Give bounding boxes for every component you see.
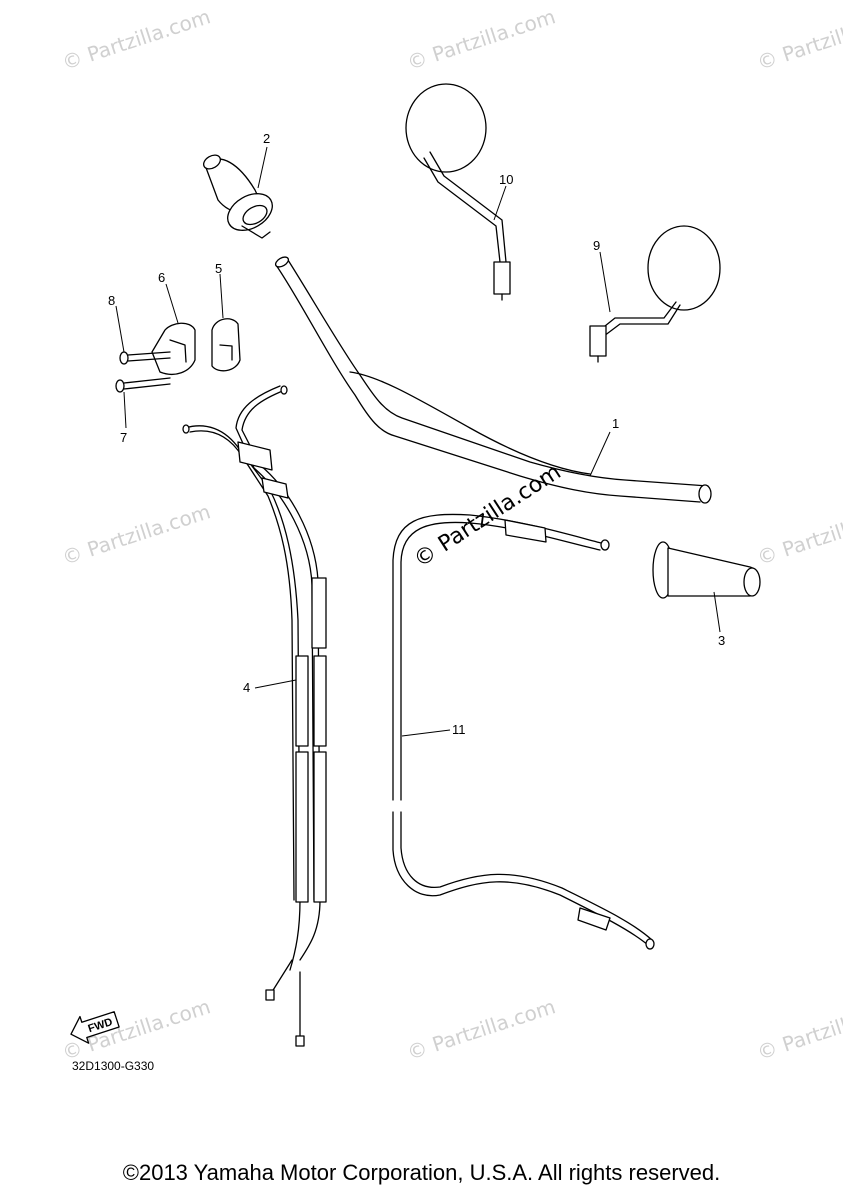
- callout-5: 5: [215, 261, 222, 276]
- callouts: 1 2 3 4 5 6 7 8 9 10 11: [108, 131, 725, 737]
- watermark: © Partzilla.com: [754, 994, 843, 1065]
- throttle-grip: [202, 154, 273, 239]
- left-grip: [652, 541, 761, 599]
- diagram-code: 32D1300-G330: [72, 1059, 154, 1073]
- throttle-cables: [182, 385, 327, 1047]
- callout-9: 9: [593, 238, 600, 253]
- screws: [115, 351, 171, 393]
- callout-1: 1: [612, 416, 619, 431]
- handlebar: [274, 256, 712, 504]
- forward-arrow: FWD: [70, 1011, 120, 1044]
- watermark: © Partzilla.com: [59, 499, 213, 570]
- watermark: © Partzilla.com: [754, 4, 843, 75]
- watermark: © Partzilla.com: [754, 499, 843, 570]
- callout-7: 7: [120, 430, 127, 445]
- callout-3: 3: [718, 633, 725, 648]
- callout-6: 6: [158, 270, 165, 285]
- callout-4: 4: [243, 680, 250, 695]
- callout-2: 2: [263, 131, 270, 146]
- right-mirror: [405, 83, 511, 301]
- watermark: © Partzilla.com: [404, 4, 558, 75]
- watermark: © Partzilla.com: [59, 4, 213, 75]
- clutch-cable: [392, 513, 655, 950]
- callout-10: 10: [499, 172, 513, 187]
- left-mirror: [589, 225, 721, 363]
- callout-8: 8: [108, 293, 115, 308]
- copyright-footer: ©2013 Yamaha Motor Corporation, U.S.A. A…: [122, 1160, 721, 1185]
- watermark: © Partzilla.com: [404, 994, 558, 1065]
- callout-11: 11: [452, 722, 466, 737]
- switch-housing: [151, 318, 241, 375]
